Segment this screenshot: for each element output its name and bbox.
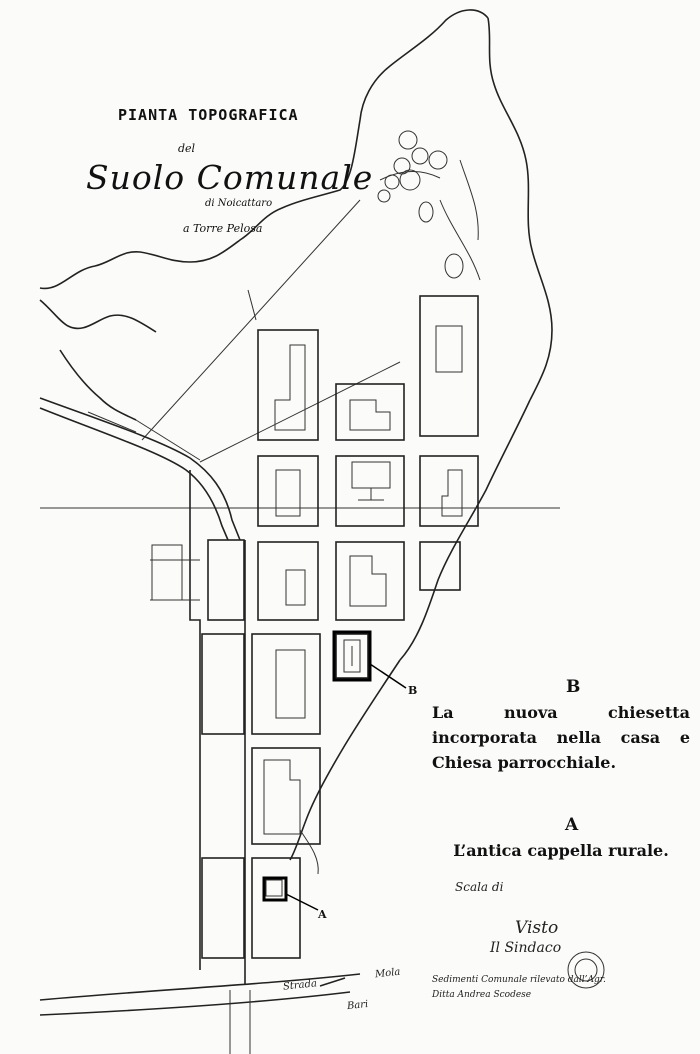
mayor-signature: Il Sindaco: [490, 940, 562, 956]
caption-b-text: La nuova chiesetta incorporata nella cas…: [432, 703, 690, 772]
main-street: [150, 470, 246, 985]
caption-b-letter: B: [566, 677, 581, 697]
caption-a-letter: A: [565, 815, 579, 835]
caption-a-text: L’antica cappella rurale.: [453, 841, 669, 860]
map-title-script: Suolo Comunale: [86, 158, 374, 197]
marker-a: A: [318, 908, 327, 921]
survey-note-2: Ditta Andrea Scodese: [432, 990, 532, 1000]
coastline: [39, 9, 553, 875]
bottom-road: [39, 973, 361, 1054]
survey-note-1: Sedimenti Comunale rilevato dall’Agr.: [432, 975, 606, 985]
highlight-b: [332, 630, 407, 689]
map-title-sub: del: [178, 142, 196, 155]
highlight-a: [262, 876, 319, 911]
marker-b: B: [408, 684, 418, 697]
boundary-lines: [40, 199, 560, 509]
visto-signature: Visto: [515, 918, 559, 938]
rocks: [377, 130, 464, 279]
scale-note: Scala di: [455, 880, 504, 894]
stamp: [567, 951, 605, 989]
map-title-small-2: a Torre Pelosa: [183, 222, 263, 235]
map-title-small-1: di Noicattaro: [205, 198, 273, 209]
map-title: PIANTA TOPOGRAFICA: [118, 106, 299, 124]
road-diagonal: [39, 397, 241, 541]
blocks: [201, 295, 479, 959]
street-label-bari: Bari: [346, 998, 369, 1013]
